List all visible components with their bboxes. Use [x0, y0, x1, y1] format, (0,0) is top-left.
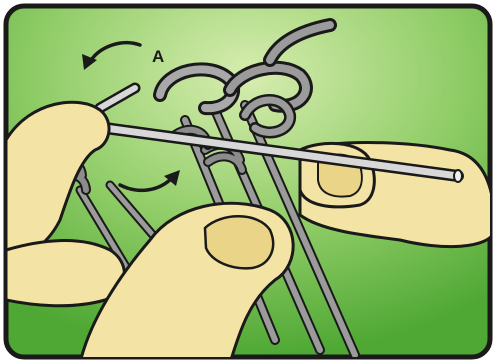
- annotation-label: A: [152, 47, 164, 66]
